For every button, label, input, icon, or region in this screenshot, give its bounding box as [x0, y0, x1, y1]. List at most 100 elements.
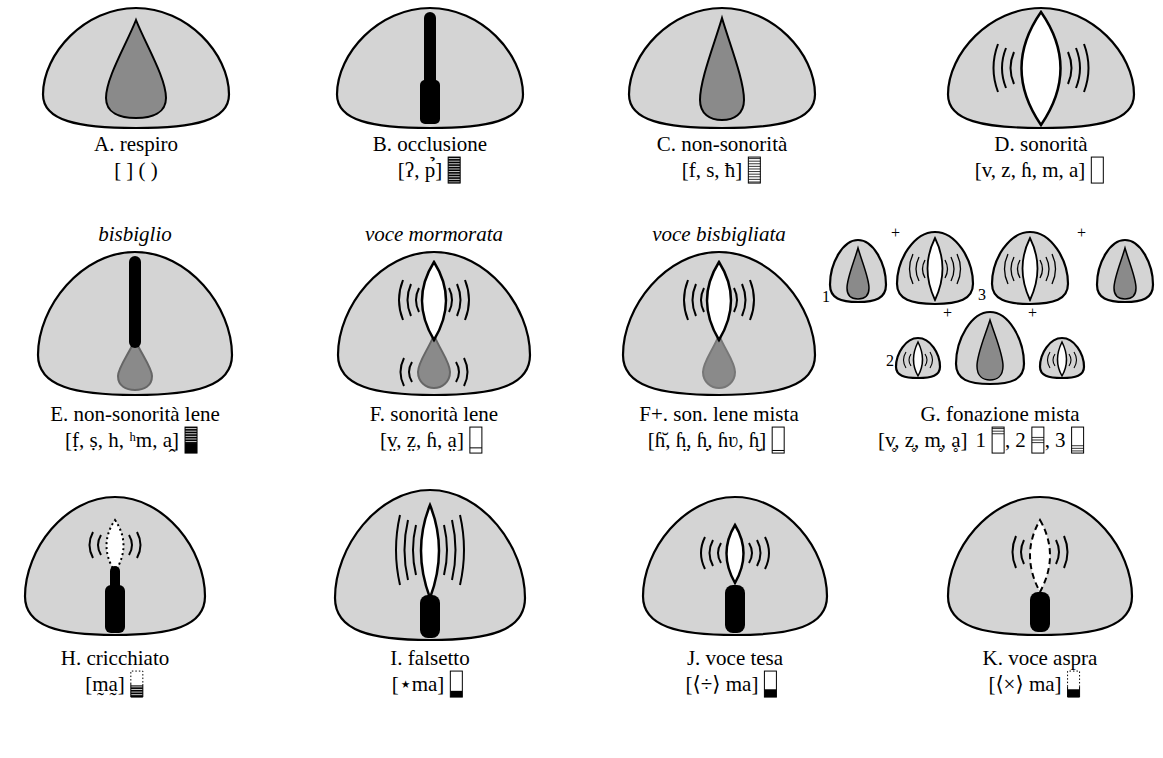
glottis-mixed-sequence-part — [847, 248, 869, 299]
icon-stripe — [448, 168, 460, 169]
glottis-mixed-sequence-part — [904, 352, 933, 368]
icon-stripe — [131, 694, 143, 695]
glottis-mixed-sequence-part — [992, 232, 1068, 304]
icon-stripe — [1072, 445, 1084, 446]
variant-number: 2 — [886, 352, 894, 370]
icon-fill — [448, 157, 460, 183]
icon-outline — [448, 157, 460, 183]
glottis-breath — [43, 8, 229, 128]
phonation-icon — [131, 671, 143, 697]
icon-fill — [185, 444, 197, 453]
glottis-closure-part — [420, 80, 440, 124]
glottis-harsh-voice-part — [1013, 536, 1068, 568]
icon-stripe — [748, 158, 760, 159]
icon-stripe — [131, 692, 143, 693]
phonation-icon — [1072, 427, 1084, 453]
icon-line — [470, 447, 482, 448]
icon-stripe — [448, 163, 460, 164]
ipa-examples: [m̰a̰] — [85, 672, 125, 696]
glottis-mixed-sequence-part — [1114, 248, 1136, 299]
variant-number: 3 — [978, 286, 986, 304]
ipa-examples: [v, z, ɦ, m, a] — [975, 158, 1086, 182]
icon-outline — [450, 671, 462, 697]
icon-outline — [131, 684, 143, 697]
icon-stripe — [748, 176, 760, 177]
glottis-harsh-voice-part — [1030, 520, 1050, 592]
phonation-icon — [470, 427, 482, 453]
icon-fill — [450, 691, 462, 697]
icon-stripe — [748, 163, 760, 164]
phonation-icon — [1068, 671, 1080, 697]
phonation-icon — [748, 157, 760, 183]
glottis-falsetto-part — [396, 515, 464, 585]
glottis-mixed-sequence-part — [977, 320, 1003, 380]
phonation-caption: I. falsetto — [390, 646, 469, 670]
icon-ground — [992, 427, 1004, 453]
variant-number: 1 — [976, 428, 987, 452]
ipa-examples: [f̣, ṣ, h, ʰm, a̭] — [65, 428, 179, 452]
glottis-whisper — [38, 252, 232, 395]
icon-ground — [185, 427, 197, 453]
icon-line — [772, 450, 784, 451]
glottis-mixed-sequence-part — [830, 240, 886, 302]
phonation-caption: G. fonazione mista — [920, 402, 1079, 426]
icon-stripe — [448, 161, 460, 162]
ipa-examples: [⟨÷⟩ ma] — [686, 672, 759, 696]
icon-outline — [992, 427, 1004, 453]
icon-stripe — [748, 168, 760, 169]
ipa-examples: [ɦ̆, ɦ̤, ɦ̣, ɦʋ, ɦ̮] — [648, 428, 766, 452]
glottis-mixed-sequence-part — [896, 338, 940, 378]
icon-ground — [131, 671, 143, 697]
glottis-whispery-voice — [623, 252, 815, 395]
icon-stripe — [448, 176, 460, 177]
variant-number: 2 — [1015, 428, 1026, 452]
glottis-mixed-sequence-part — [910, 254, 961, 284]
icon-stripe — [748, 174, 760, 175]
icon-stripe — [448, 174, 460, 175]
icon-stripe — [185, 433, 197, 434]
glottis-mixed-sequence-part — [956, 312, 1024, 384]
glottis-whispery-voice-part — [623, 252, 815, 395]
glottis-voiced-part — [1022, 12, 1061, 125]
icon-fill — [1068, 689, 1080, 697]
phonation-icon — [1032, 427, 1044, 453]
glottis-falsetto-part — [335, 490, 525, 640]
variant-number: 3 — [1055, 428, 1066, 452]
glottis-mixed-sequence-part — [1058, 342, 1067, 376]
glottis-voiceless — [629, 8, 815, 128]
glottis-creak-part — [25, 497, 205, 635]
phonation-caption: H. cricchiato — [61, 646, 169, 670]
icon-ground — [764, 671, 776, 697]
icon-stripe — [185, 436, 197, 437]
phonation-name: voce bisbigliata — [652, 222, 786, 246]
phonation-icon — [764, 671, 776, 697]
icon-stripe — [748, 166, 760, 167]
ipa-examples: [ ] ( ) — [114, 158, 158, 182]
glottis-mixed-sequence-part — [914, 342, 923, 376]
phonation-name: voce mormorata — [365, 222, 503, 246]
icon-outline — [1068, 671, 1080, 687]
icon-stripe — [748, 179, 760, 180]
icon-stripe — [448, 166, 460, 167]
phonation-caption: E. non-sonorità lene — [50, 402, 220, 426]
icon-stripe — [748, 181, 760, 182]
icon-stripe — [1032, 442, 1044, 443]
icon-ground — [1068, 671, 1080, 697]
icon-stripe — [448, 179, 460, 180]
glottis-creak-part — [107, 520, 124, 572]
icon-outline — [772, 427, 784, 453]
icon-outline — [185, 427, 197, 453]
icon-stripe — [748, 161, 760, 162]
phonation-caption: K. voce aspra — [983, 646, 1098, 670]
phonation-caption: F. sonorità lene — [370, 402, 498, 426]
glottis-breath-part — [43, 8, 229, 128]
icon-stripe — [748, 171, 760, 172]
phonation-caption: C. non-sonorità — [657, 132, 788, 156]
glottis-murmur-part — [422, 262, 446, 340]
icon-outline — [1091, 157, 1103, 183]
plus-sign: + — [1077, 224, 1086, 242]
phonation-icon — [185, 427, 197, 453]
phonation-name: bisbiglio — [98, 222, 172, 246]
ipa-examples: [ʔ, p̉] — [398, 158, 442, 182]
